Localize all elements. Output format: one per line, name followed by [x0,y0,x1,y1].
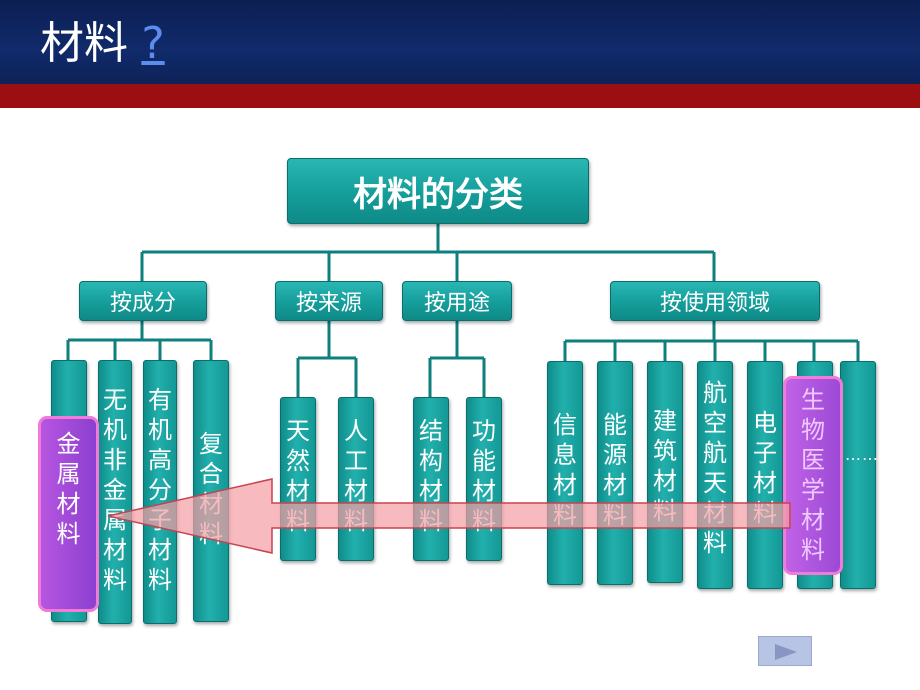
category-label: 按用途 [423,291,490,316]
leaf-label: 生物医学材料 [801,386,825,564]
leaf-label: 金属材料 [56,430,81,548]
leaf-information: 信息材料 [547,361,583,585]
header-band [0,0,920,84]
category-label: 按来源 [295,291,362,316]
leaf-inorganic-nonmetal: 无机非金属材料 [98,360,132,624]
category-label: 按使用领域 [659,291,770,316]
page-title-text: 材料 [40,18,128,69]
highlight-metal-materials: 金属材料 [38,416,99,612]
next-slide-button[interactable] [758,636,812,666]
root-node: 材料的分类 [287,158,589,224]
page-title: 材料? [40,16,178,72]
highlight-biomedical-materials: 生物医学材料 [783,376,843,575]
category-by-field: 按使用领域 [610,281,820,321]
play-triangle-icon [775,644,797,660]
leaf-label: 无机非金属材料 [103,386,127,594]
category-by-use: 按用途 [402,281,512,321]
category-by-composition: 按成分 [79,281,207,321]
category-by-source: 按来源 [275,281,383,321]
leaf-energy: 能源材料 [597,361,633,585]
header-accent-bar [0,84,920,108]
category-label: 按成分 [109,291,176,316]
leaf-organic-polymer: 有机高分子材料 [143,360,177,624]
leaf-functional: 功能材料 [466,397,502,561]
root-label: 材料的分类 [353,174,523,215]
title-question-mark: ? [141,18,165,69]
